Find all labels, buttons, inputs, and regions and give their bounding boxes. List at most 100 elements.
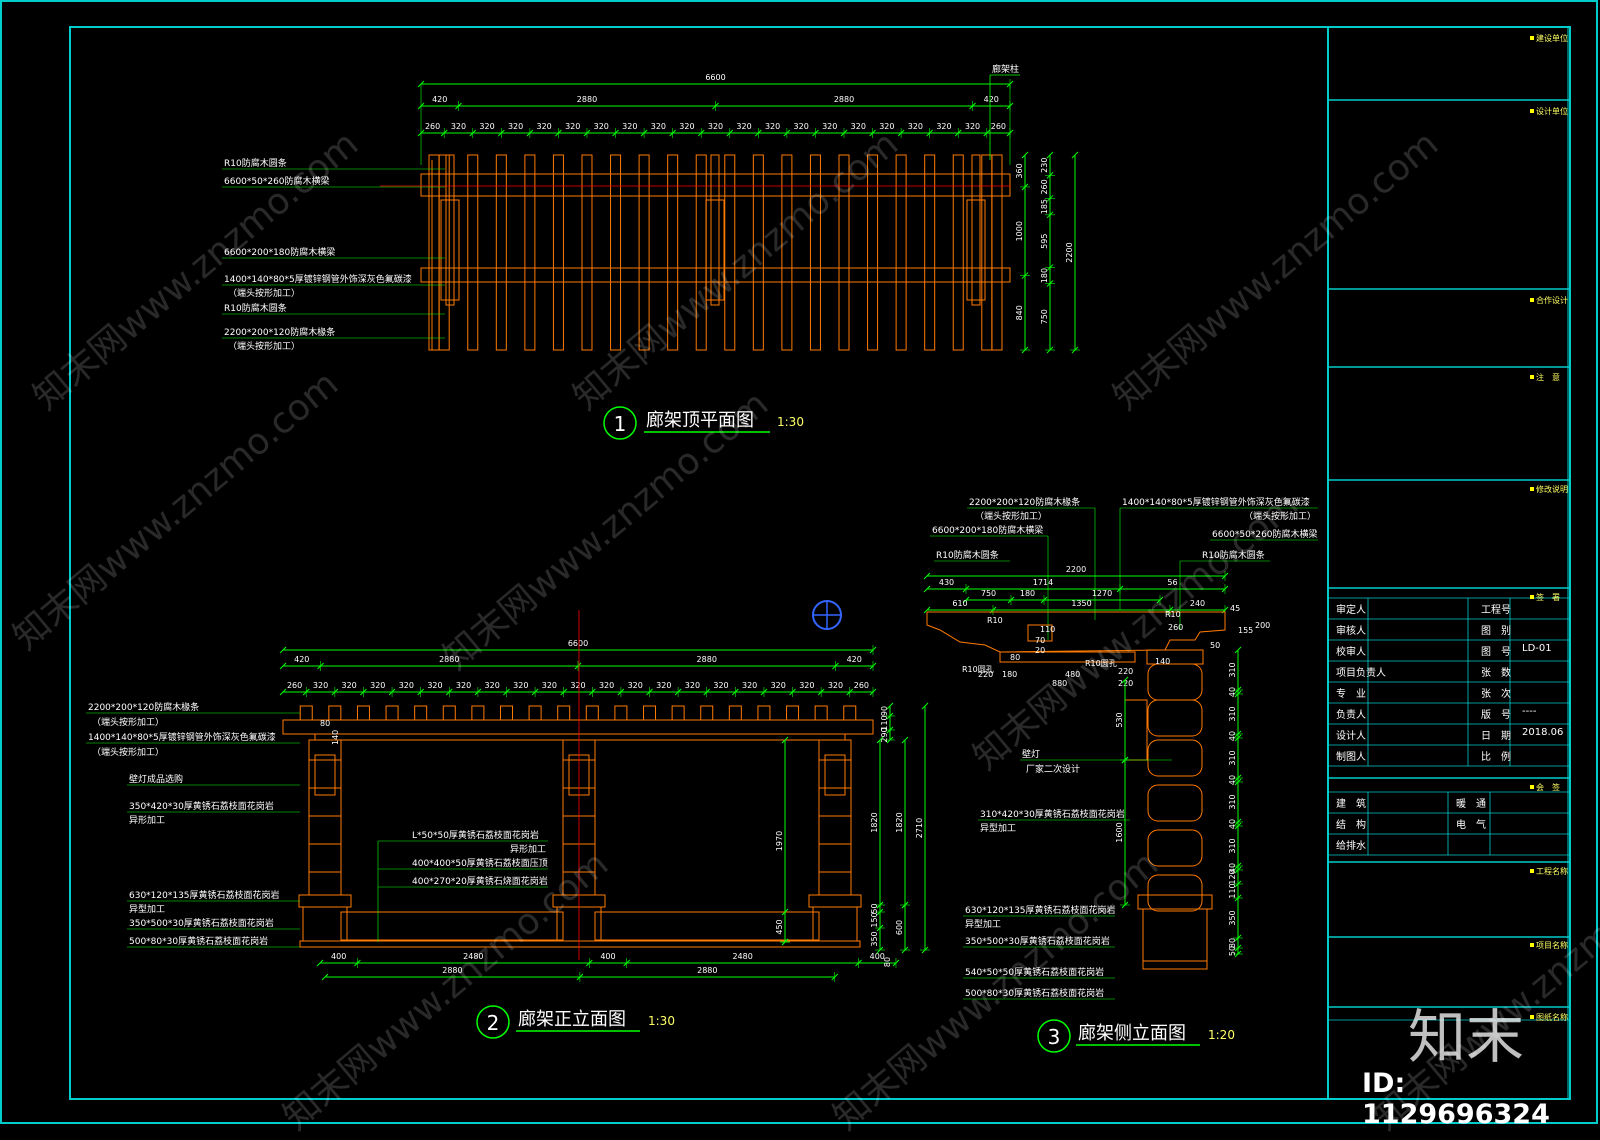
front-mid-label: L*50*50厚黄锈石荔枝面花岗岩 [412,829,539,841]
front-wall-lamp [314,754,336,796]
plan-dim-sub-value: 320 [508,122,523,131]
front-dim-sub-value: 320 [513,681,528,690]
dim-tick [1121,676,1129,684]
front-dim-sub-value: 320 [313,681,328,690]
dim-tick [321,973,329,981]
plan-rafter [809,154,821,351]
countersign-label: 暖 通 [1456,799,1486,810]
plan-dim-sub-value: 260 [425,122,440,131]
plan-dim-sub-value: 320 [479,122,494,131]
front-dim-sub-value: 320 [370,681,385,690]
side-column-segment [1147,874,1203,912]
sign-row-field: 图 别 [1481,626,1511,637]
plan-dim-sub-value: 320 [851,122,866,131]
side-small-label: 220 [1118,679,1133,688]
title-block-marker [1530,298,1534,302]
front-dim-bottom2-value: 2880 [442,966,462,975]
sign-row-value: LD-01 [1522,643,1552,654]
side-top-label: 6600*200*180防腐木横梁 [932,524,1043,536]
sign-row-label: 项目负责人 [1336,668,1386,679]
dim-tick [781,736,789,744]
plan-dim-right-inner-value: 185 [1040,199,1049,214]
dim-tick [316,959,324,967]
title-block-marker [1530,595,1534,599]
side-dim-row2-value: 1714 [1033,578,1053,587]
plan-column-steel [705,199,725,301]
plan-label: R10防腐木圆条 [224,302,287,314]
sign-row-field: 张 数 [1481,668,1511,679]
side-column-segment [1147,784,1203,822]
front-dim-sub-value: 320 [828,681,843,690]
plan-dim-sub-value: 320 [736,122,751,131]
sign-row-label: 制图人 [1336,752,1366,763]
dim-tick [1021,151,1029,159]
side-small-label: 70 [1035,636,1045,645]
plan-dim-sub-value: 260 [991,122,1006,131]
sign-row-label: 审定人 [1336,605,1366,616]
title-block-marker [1530,375,1534,379]
plan-dim-main-value: 420 [984,95,999,104]
plan-column-label: 廊架柱 [992,63,1019,75]
plan-column-core [971,154,981,306]
front-mid-label: 400*400*50厚黄锈石荔枝面压顶 [412,857,548,869]
front-dim-80: 80 [883,957,892,967]
side-small-label: 200 [1255,621,1270,630]
side-top-label: R10防腐木圆条 [936,549,999,561]
side-small-label: R10 [987,616,1003,625]
front-dim-sub-value: 260 [854,681,869,690]
dim-tick [1071,151,1079,159]
title-block-marker [1530,785,1534,789]
side-small-label: R10圆孔 [962,665,994,674]
plan-rafter [467,154,479,351]
side-dim-right-value: 50 [1228,946,1237,956]
front-label: 异形加工 [129,814,165,826]
side-dim-right-value: 40 [1228,863,1237,873]
front-mid-label: 400*270*20厚黄锈石烧面花岗岩 [412,875,548,887]
front-mid-label: 异形加工 [510,843,546,855]
plan-dim-right-inner-value: 260 [1040,179,1049,194]
plan-column-core [445,154,455,306]
plan-rafter [952,154,964,351]
side-dim-row2-value: 56 [1167,578,1177,587]
plan-dim-sub-value: 320 [822,122,837,131]
front-dim-sub-value: 320 [628,681,643,690]
sign-row-label: 负责人 [1336,710,1366,721]
front-dim-bottom1-value: 2480 [732,952,752,961]
title-block-section-header: 设计单位 [1536,107,1568,116]
title-block-section-header: 项目名称 [1536,941,1568,950]
front-dim-right-2710-value: 2710 [915,818,924,838]
side-dim-1600-value: 1600 [1115,822,1124,842]
plan-rafter-end [428,154,440,351]
plan-dim-sub-value: 320 [908,122,923,131]
plan-rafter [552,154,564,351]
plan-beam-top [420,173,1011,197]
front-label: 壁灯成品选购 [129,773,183,785]
title-block-section-header: 工程名称 [1536,867,1568,876]
view2-number-circle [476,1005,510,1039]
view2-number: 2 [487,1011,500,1035]
plan-label: （端头按形加工） [228,340,300,352]
dim-tick [876,736,884,744]
plan-dim-total-value: 6600 [705,73,725,82]
dim-tick [781,908,789,916]
side-lower-label: 310*420*30厚黄锈石荔枝面花岗岩 [980,808,1125,820]
sign-row-field: 日 期 [1481,731,1511,742]
plan-rafter [752,154,764,351]
dim-tick [921,702,929,710]
plan-beam-lower [420,267,1011,283]
front-dim-bottom2-value: 2880 [697,966,717,975]
side-small-label: 220 [978,670,993,679]
title-block-marker [1530,109,1534,113]
plan-dim-sub-value: 320 [708,122,723,131]
side-lower-label: 厂家二次设计 [1026,763,1080,775]
countersign-label: 结 构 [1336,820,1366,831]
side-dim-right-value: 40 [1228,731,1237,741]
front-dim-bottom1-value: 2480 [463,952,483,961]
side-dim-right-value: 350 [1228,910,1237,925]
dim-tick [279,688,287,696]
view-3-side-elevation: 2200*200*120防腐木椽条（端头按形加工）6600*200*180防腐木… [923,496,1318,1053]
plan-rafter [781,154,793,351]
plan-dim-right-mid-value: 1000 [1015,221,1024,241]
